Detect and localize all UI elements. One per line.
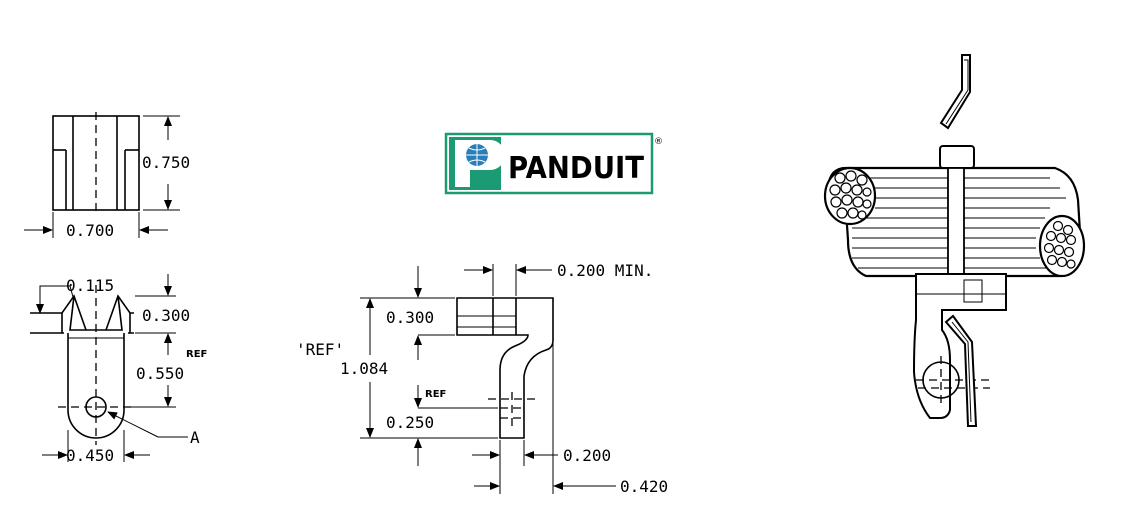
front-height-label: 0.750 xyxy=(142,153,190,172)
side-hole-label: A xyxy=(190,428,200,447)
panduit-logo: PANDUIT ® xyxy=(444,132,663,195)
front-view: 0.750 0.700 xyxy=(24,112,190,240)
left-strand-ends xyxy=(829,170,872,220)
side-top-offset-label: 0.115 xyxy=(66,276,114,295)
profile-ref-label: REF xyxy=(425,389,446,400)
side-base-width-label: 0.450 xyxy=(66,446,114,465)
assembly-illustration xyxy=(823,54,1086,427)
registered-mark: ® xyxy=(654,137,663,147)
profile-bottom-height-label: 0.250 xyxy=(386,413,434,432)
profile-overall-height-label: 1.084 xyxy=(340,359,388,378)
profile-top-height-label: 0.300 xyxy=(386,308,434,327)
profile-slot-width-label: 0.200 MIN. xyxy=(557,261,653,280)
side-head-height-label: 0.300 xyxy=(142,306,190,325)
front-width-label: 0.700 xyxy=(66,221,114,240)
profile-ref-quoted-label: 'REF' xyxy=(296,340,344,359)
profile-leg-width-label: 0.200 xyxy=(563,446,611,465)
profile-view: 0.200 MIN. 0.300 'REF' 1.084 REF 0.250 0… xyxy=(296,261,668,496)
right-strand-ends xyxy=(1043,220,1077,269)
side-ref-label: REF xyxy=(186,349,207,360)
side-hole-distance-label: 0.550 xyxy=(136,364,184,383)
side-view: 0.115 0.300 REF 0.550 0.450 A xyxy=(30,274,207,465)
logo-wordmark: PANDUIT xyxy=(508,151,644,186)
profile-overall-width-label: 0.420 xyxy=(620,477,668,496)
